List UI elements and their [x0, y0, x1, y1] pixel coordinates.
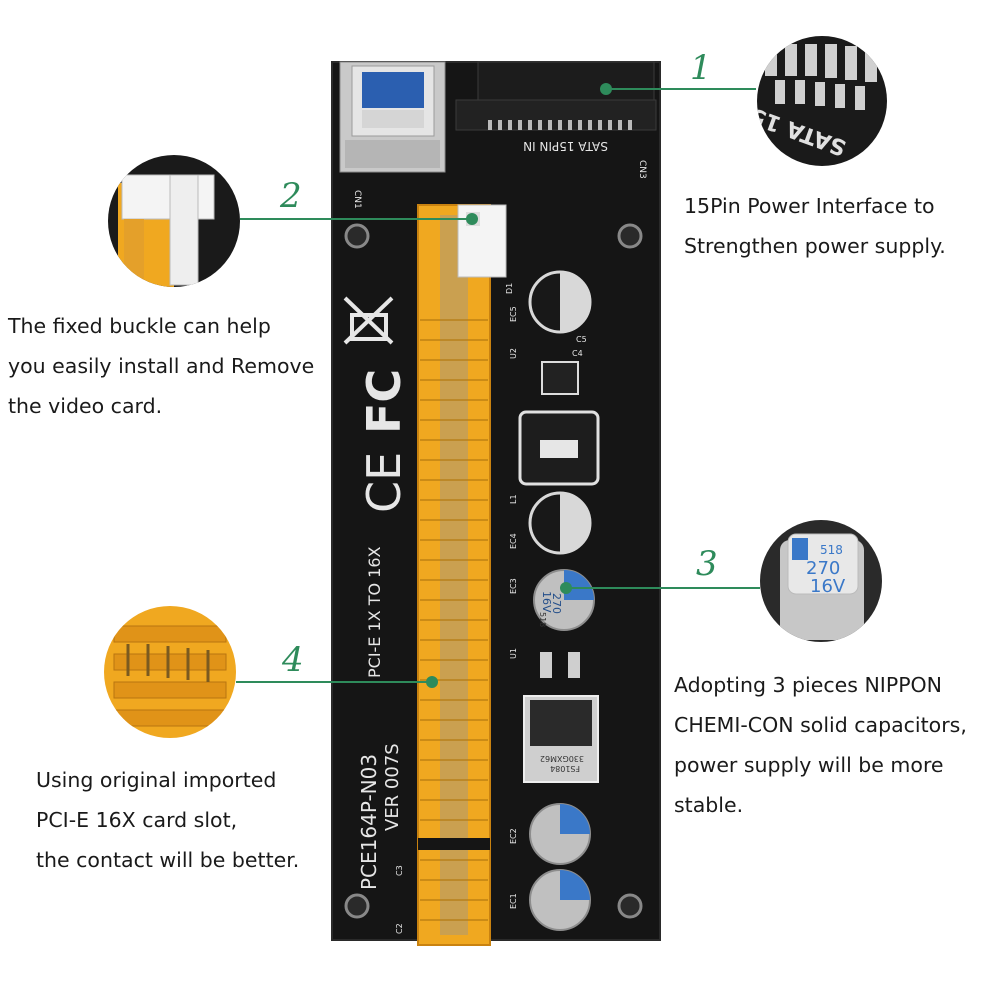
callout-dot-3 — [560, 582, 572, 594]
sata-connector — [455, 61, 657, 131]
ec3-label: EC3 — [509, 578, 518, 594]
smd-capacitors — [528, 270, 592, 555]
callout-line-4 — [236, 681, 432, 683]
callout-dot-1 — [600, 83, 612, 95]
callout-2-line-1: The fixed buckle can help — [8, 314, 271, 338]
callout-number-2: 2 — [280, 176, 302, 216]
zoom3-voltage: 16V — [810, 576, 846, 597]
ec1-label: EC1 — [509, 893, 518, 909]
ec5-label: EC5 — [509, 306, 518, 322]
fc-logo: FC — [357, 369, 411, 434]
callout-number-1: 1 — [690, 48, 712, 88]
callout-line-1 — [606, 88, 756, 90]
callout-1-line-1: 15Pin Power Interface to — [684, 194, 935, 218]
callout-3-line-1: Adopting 3 pieces NIPPON — [674, 673, 943, 697]
ic-chip — [541, 361, 579, 395]
solid-capacitors — [529, 569, 595, 931]
cn1-label: CN1 — [352, 190, 362, 209]
callout-dot-2 — [466, 213, 478, 225]
board-version: VER 007S — [382, 743, 403, 831]
callout-dot-4 — [426, 676, 438, 688]
ec4-label: EC4 — [509, 533, 518, 549]
callout-text-3: Adopting 3 pieces NIPPON CHEMI-CON solid… — [674, 665, 967, 825]
board-subtitle: PCI-E 1X TO 16X — [365, 546, 384, 678]
callout-2-line-2: you easily install and Remove — [8, 354, 315, 378]
callout-4-line-1: Using original imported — [36, 768, 277, 792]
ec2-label: EC2 — [509, 828, 518, 844]
sata-label: SATA 15PIN IN — [523, 139, 608, 153]
u2-label: U2 — [509, 348, 518, 359]
usb-port — [339, 61, 446, 173]
callout-number-3: 3 — [696, 544, 718, 584]
zoom-buckle — [108, 155, 240, 287]
c3-label: C3 — [395, 865, 404, 876]
zoom-sata-pins: SATA 15 — [757, 36, 887, 166]
callout-line-3 — [566, 587, 760, 589]
l1-label: L1 — [509, 494, 518, 504]
cn3-label: CN3 — [637, 160, 647, 179]
callout-text-1: 15Pin Power Interface to Strengthen powe… — [684, 186, 946, 266]
callout-2-line-3: the video card. — [8, 394, 163, 418]
d1-label: D1 — [505, 283, 514, 294]
callout-3-line-3: power supply will be more — [674, 753, 944, 777]
c2-label: C2 — [395, 923, 404, 934]
callout-4-line-2: PCI-E 16X card slot, — [36, 808, 238, 832]
cap-value-label: 270 — [550, 593, 563, 614]
callout-3-line-2: CHEMI-CON solid capacitors, — [674, 713, 967, 737]
u1-label: U1 — [509, 648, 518, 659]
mosfet-text-1: FS1084 — [550, 764, 580, 773]
zoom3-value: 270 — [806, 558, 840, 579]
ce-logo: CE — [357, 452, 411, 513]
callout-text-4: Using original imported PCI-E 16X card s… — [36, 760, 299, 880]
zoom-capacitor: 518 270 16V — [760, 520, 882, 642]
callout-4-line-3: the contact will be better. — [36, 848, 300, 872]
callout-3-line-4: stable. — [674, 793, 744, 817]
cap-voltage-label: 16V — [540, 591, 553, 613]
mounting-holes — [344, 223, 643, 919]
callout-line-2 — [240, 218, 472, 220]
c4-label: C4 — [572, 349, 583, 358]
retention-buckle — [457, 204, 507, 278]
wee-logo — [343, 296, 394, 345]
mosfet-text-2: 330GXM62 — [540, 754, 584, 763]
callout-number-4: 4 — [282, 640, 304, 680]
board-model: PCE164P-N03 — [357, 754, 381, 890]
callout-text-2: The fixed buckle can help you easily ins… — [8, 306, 314, 426]
voltage-regulator — [523, 652, 599, 783]
inductor — [518, 410, 600, 486]
pcie-slot — [417, 204, 491, 946]
cap-code-label: 518 — [538, 612, 547, 627]
zoom3-code: 518 — [820, 543, 843, 557]
callout-1-line-2: Strengthen power supply. — [684, 234, 946, 258]
c5-label: C5 — [576, 335, 587, 344]
zoom-slot-contacts — [104, 606, 236, 738]
